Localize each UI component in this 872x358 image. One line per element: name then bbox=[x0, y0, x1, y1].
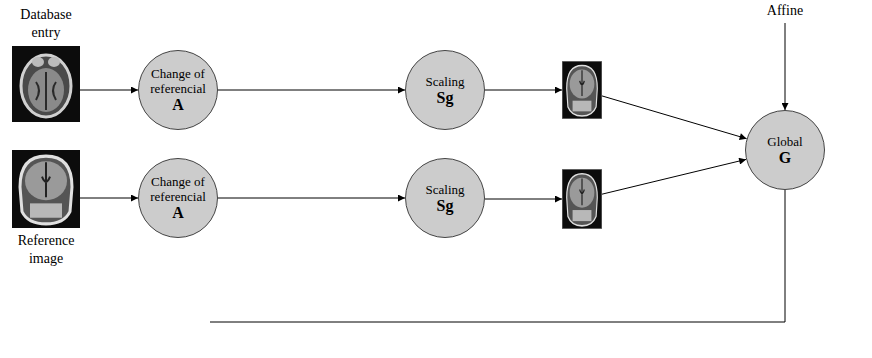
mri-illustration bbox=[562, 61, 602, 119]
circle-text-box: GlobalG bbox=[745, 110, 825, 190]
circle-shape bbox=[139, 51, 218, 130]
image-ground bbox=[562, 61, 602, 119]
node-symbol: A bbox=[172, 204, 184, 222]
circle-text-box: Change of referencialA bbox=[138, 158, 218, 238]
node-symbol: A bbox=[172, 96, 184, 114]
eye bbox=[32, 57, 44, 67]
image-ground bbox=[12, 46, 80, 122]
process-circle: GlobalG bbox=[745, 110, 825, 190]
ventricles bbox=[580, 70, 585, 96]
flow-arrow bbox=[602, 96, 747, 139]
flow-arrow bbox=[602, 159, 746, 194]
mri-image: Reference image bbox=[12, 150, 80, 228]
mri-illustration bbox=[562, 169, 602, 229]
image-caption-box: Reference image bbox=[10, 232, 82, 268]
mri-image bbox=[562, 61, 602, 119]
flow-arrow bbox=[218, 198, 405, 199]
brain-tissue bbox=[570, 178, 595, 208]
flow-arrow bbox=[80, 198, 138, 199]
brain-tissue bbox=[28, 68, 64, 112]
feedback-line bbox=[210, 190, 785, 322]
flow-arrow bbox=[218, 90, 405, 91]
jaw-region bbox=[30, 203, 62, 217]
node-label: Global bbox=[767, 134, 802, 149]
image-frame bbox=[562, 61, 601, 118]
eye bbox=[48, 57, 60, 67]
process-circle: Change of referencialA bbox=[138, 158, 218, 238]
process-circle: Change of referencialA bbox=[138, 50, 218, 130]
image-ground bbox=[562, 169, 602, 229]
process-circle: ScalingSg bbox=[405, 50, 485, 130]
input-arrow bbox=[785, 23, 786, 110]
node-symbol: Sg bbox=[437, 197, 454, 215]
circle-shape bbox=[139, 159, 218, 238]
image-ground bbox=[12, 150, 80, 228]
circle-text-box: Change of referencialA bbox=[138, 50, 218, 130]
brain-tissue bbox=[570, 69, 595, 98]
circle-shape bbox=[746, 111, 825, 190]
head-outline bbox=[20, 156, 72, 224]
sulci bbox=[36, 72, 56, 110]
ventricles bbox=[42, 162, 50, 197]
jaw-region bbox=[573, 210, 592, 221]
mri-illustration bbox=[12, 46, 80, 122]
head-outline bbox=[567, 174, 598, 226]
node-label: Scaling bbox=[426, 74, 465, 89]
circle-text-box: ScalingSg bbox=[405, 158, 485, 238]
circle-shape bbox=[406, 159, 485, 238]
node-label: Change of referencial bbox=[143, 174, 213, 204]
brain-tissue bbox=[25, 161, 67, 200]
mri-image bbox=[562, 169, 602, 229]
flow-arrow bbox=[485, 90, 562, 91]
input-label: Affine bbox=[767, 3, 803, 19]
skull-outline bbox=[21, 55, 71, 117]
jaw-region bbox=[573, 101, 592, 112]
image-caption-box: Database entry bbox=[10, 6, 82, 42]
process-circle: ScalingSg bbox=[405, 158, 485, 238]
flow-arrow bbox=[485, 199, 562, 200]
node-label: Change of referencial bbox=[143, 66, 213, 96]
ventricles bbox=[580, 178, 585, 205]
node-symbol: Sg bbox=[437, 89, 454, 107]
mri-image: Database entry bbox=[12, 46, 80, 122]
flow-arrow bbox=[80, 90, 138, 91]
image-caption: Reference image bbox=[10, 232, 82, 268]
layout-lines bbox=[210, 23, 785, 322]
circle-text-box: ScalingSg bbox=[405, 50, 485, 130]
node-symbol: G bbox=[779, 149, 791, 167]
head-outline bbox=[567, 66, 598, 116]
image-caption: Database entry bbox=[10, 6, 82, 42]
node-label: Scaling bbox=[426, 182, 465, 197]
mri-illustration bbox=[12, 150, 80, 228]
circle-shape bbox=[406, 51, 485, 130]
image-frame bbox=[562, 169, 601, 228]
